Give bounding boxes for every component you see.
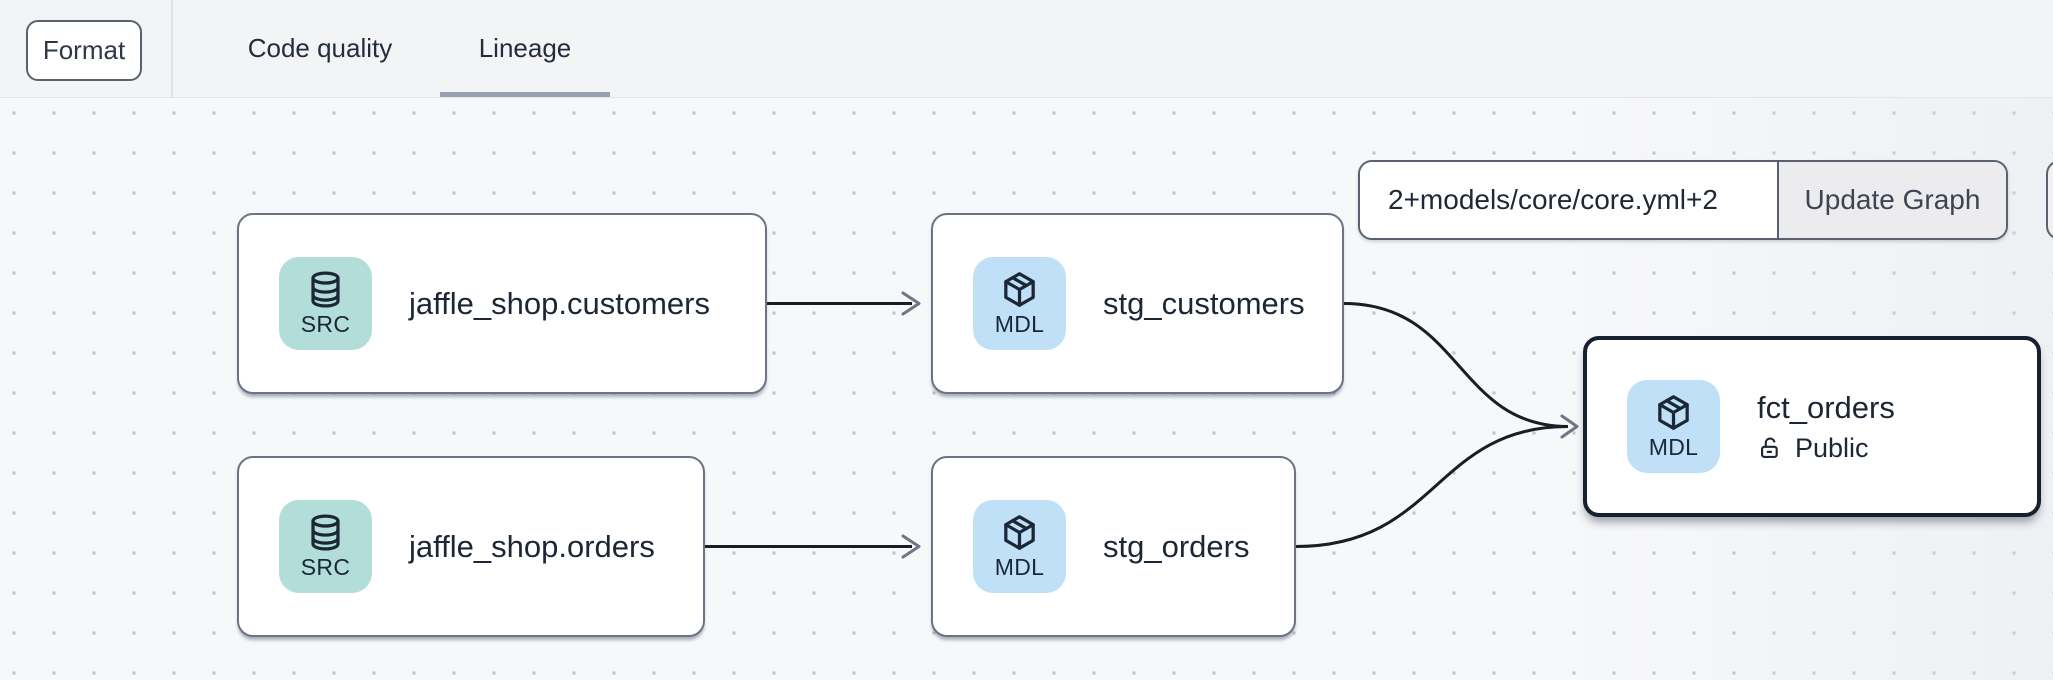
- update-graph-button[interactable]: Update Graph: [1777, 162, 2006, 238]
- badge-label: MDL: [994, 554, 1045, 580]
- badge-label: MDL: [994, 311, 1045, 337]
- tab-code-quality[interactable]: Code quality: [247, 33, 393, 63]
- node-label: jaffle_shop.customers: [409, 285, 710, 321]
- badge-label: MDL: [1648, 434, 1699, 460]
- node-label: jaffle_shop.orders: [409, 528, 655, 564]
- badge-label: SRC: [300, 311, 351, 337]
- database-icon: [311, 514, 340, 551]
- node-jaffle-shop-orders[interactable]: SRC jaffle_shop.orders: [237, 456, 705, 637]
- cube-icon: [1658, 395, 1689, 430]
- tab-lineage[interactable]: Lineage: [440, 0, 610, 97]
- offscreen-button-partial[interactable]: [2046, 160, 2053, 240]
- source-badge: SRC: [279, 500, 372, 593]
- node-label: stg_orders: [1103, 528, 1250, 564]
- node-stg-customers[interactable]: MDL stg_customers: [931, 213, 1344, 394]
- format-button[interactable]: Format: [26, 20, 142, 81]
- node-stg-orders[interactable]: MDL stg_orders: [931, 456, 1296, 637]
- access-row: Public: [1757, 433, 1895, 464]
- model-badge: MDL: [973, 500, 1066, 593]
- node-fct-orders[interactable]: MDL fct_orders Public: [1583, 336, 2041, 517]
- model-selector-input[interactable]: [1360, 162, 1777, 238]
- badge-label: SRC: [300, 554, 351, 580]
- graph-selector-group: Update Graph: [1358, 160, 2008, 240]
- cube-icon: [1004, 515, 1035, 550]
- cube-icon: [1004, 272, 1035, 307]
- node-label: stg_customers: [1103, 285, 1305, 321]
- database-icon: [311, 271, 340, 308]
- toolbar: Format Code quality Lineage: [0, 0, 2053, 98]
- node-label: fct_orders: [1757, 389, 1895, 425]
- model-badge: MDL: [1627, 380, 1720, 473]
- access-label: Public: [1795, 432, 1869, 463]
- source-badge: SRC: [279, 257, 372, 350]
- toolbar-divider: [171, 0, 173, 97]
- node-jaffle-shop-customers[interactable]: SRC jaffle_shop.customers: [237, 213, 767, 394]
- lock-open-icon: [1760, 437, 1778, 458]
- model-badge: MDL: [973, 257, 1066, 350]
